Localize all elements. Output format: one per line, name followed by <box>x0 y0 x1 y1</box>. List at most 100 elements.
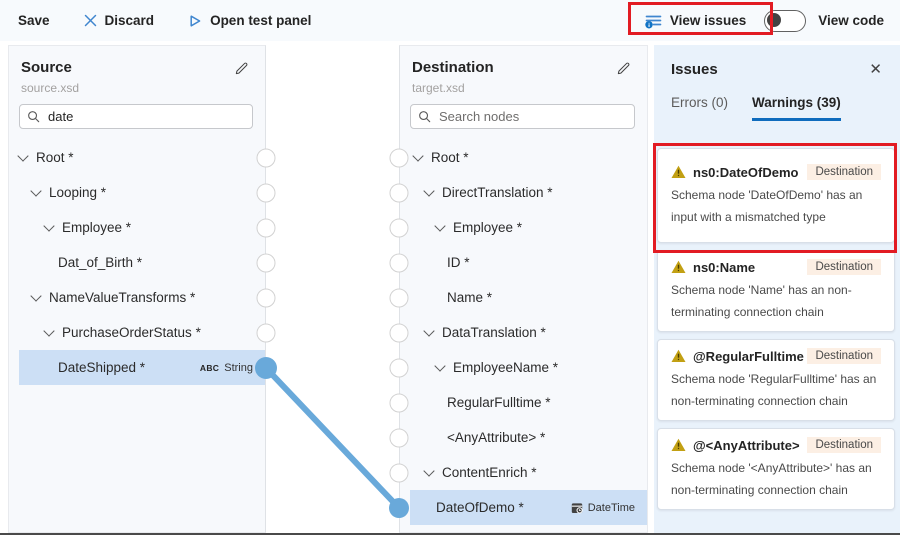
chevron-down-icon[interactable] <box>412 149 424 162</box>
edit-source-schema-button[interactable] <box>232 59 251 78</box>
warning-message: Schema node 'DateOfDemo' has an input wi… <box>671 188 863 224</box>
warning-message: Schema node 'RegularFulltime' has an non… <box>671 372 877 408</box>
dismiss-x-icon <box>84 14 97 27</box>
node-type-badge: ABC String <box>200 362 253 374</box>
tree-node[interactable]: ContentEnrich * <box>400 455 647 490</box>
tree-node[interactable]: ID * <box>400 245 647 280</box>
source-schema-tree: Root * Looping * Employee * Dat_of_Birth * N… <box>9 140 265 385</box>
source-schema-filename: source.xsd <box>21 81 80 95</box>
toolbar: Save Discard Open test panel View issues… <box>0 0 900 41</box>
warning-node-name: @<AnyAttribute> <box>693 437 800 453</box>
tree-node-label: Name * <box>447 290 493 305</box>
warning-triangle-icon <box>671 438 686 451</box>
view-code-toggle[interactable] <box>764 9 807 32</box>
source-search-input[interactable] <box>46 108 245 125</box>
tree-node[interactable]: Root * <box>400 140 647 175</box>
tree-node-label: Employee * <box>453 220 523 235</box>
warning-triangle-icon <box>671 165 686 178</box>
tree-node[interactable]: EmployeeName * <box>400 350 647 385</box>
chevron-down-icon[interactable] <box>30 289 42 302</box>
warning-triangle-icon <box>671 349 686 362</box>
source-panel-title: Source <box>21 59 72 76</box>
chevron-down-icon[interactable] <box>30 184 42 197</box>
chevron-down-icon[interactable] <box>17 149 29 162</box>
tree-node[interactable]: Looping * <box>9 175 265 210</box>
edit-destination-schema-button[interactable] <box>614 59 633 78</box>
view-issues-button[interactable]: View issues <box>641 9 750 33</box>
discard-button[interactable]: Discard <box>80 9 159 32</box>
tree-node[interactable]: DateShipped * ABC String <box>19 350 265 385</box>
tree-node-label: RegularFulltime * <box>447 395 551 410</box>
destination-search-box <box>410 104 635 129</box>
tree-node[interactable]: PurchaseOrderStatus * <box>9 315 265 350</box>
open-test-panel-label: Open test panel <box>210 13 312 28</box>
tree-node-label: PurchaseOrderStatus * <box>62 325 201 340</box>
issues-panel-title: Issues <box>671 60 718 78</box>
warning-message: Schema node 'Name' has an non-terminatin… <box>671 283 852 319</box>
tab-warnings[interactable]: Warnings (39) <box>752 95 841 121</box>
connection-line[interactable] <box>263 365 402 511</box>
tree-node[interactable]: Employee * <box>9 210 265 245</box>
chevron-down-icon[interactable] <box>43 219 55 232</box>
tab-errors[interactable]: Errors (0) <box>671 95 728 110</box>
play-icon <box>188 14 202 28</box>
source-panel-header: Source source.xsd <box>9 46 265 95</box>
save-button-label: Save <box>18 13 50 28</box>
tree-node-label: Looping * <box>49 185 107 200</box>
tree-node-label: Employee * <box>62 220 132 235</box>
destination-schema-panel: Destination target.xsd Root * DirectTrans… <box>399 45 648 533</box>
destination-panel-header: Destination target.xsd <box>400 46 647 95</box>
tree-node[interactable]: Employee * <box>400 210 647 245</box>
node-type-label: DateTime <box>587 501 635 514</box>
toggle-knob <box>767 12 782 27</box>
chevron-down-icon[interactable] <box>423 464 435 477</box>
warning-location-badge: Destination <box>807 348 881 364</box>
string-type-icon: ABC <box>199 362 220 373</box>
tree-node[interactable]: RegularFulltime * <box>400 385 647 420</box>
tree-node-label: EmployeeName * <box>453 360 559 375</box>
tree-node-label: NameValueTransforms * <box>49 290 196 305</box>
warning-triangle-icon <box>671 260 686 273</box>
close-icon: ✕ <box>869 61 882 78</box>
tree-node-label: Root * <box>431 150 469 165</box>
chevron-down-icon[interactable] <box>434 219 446 232</box>
tree-node-label: <AnyAttribute> * <box>447 430 546 445</box>
destination-search-input[interactable] <box>437 108 627 125</box>
datetime-calendar-icon <box>571 502 583 513</box>
chevron-down-icon[interactable] <box>43 324 55 337</box>
pencil-icon <box>616 62 631 79</box>
tree-node[interactable]: DirectTranslation * <box>400 175 647 210</box>
view-code-label: View code <box>818 13 884 28</box>
issues-tabs: Errors (0) Warnings (39) <box>654 80 900 121</box>
destination-panel-title: Destination <box>412 59 494 76</box>
chevron-down-icon[interactable] <box>423 324 435 337</box>
chevron-down-icon[interactable] <box>434 359 446 372</box>
tree-node[interactable]: NameValueTransforms * <box>9 280 265 315</box>
tree-node-label: DataTranslation * <box>442 325 546 340</box>
chevron-down-icon[interactable] <box>423 184 435 197</box>
tree-node-label: Root * <box>36 150 74 165</box>
open-test-panel-button[interactable]: Open test panel <box>184 9 315 32</box>
tree-node-label: DateShipped * <box>58 360 146 375</box>
save-button[interactable]: Save <box>14 9 54 32</box>
tree-node-label: ID * <box>447 255 470 270</box>
node-type-badge: DateTime <box>571 502 635 514</box>
source-schema-panel: Source source.xsd Root * Looping * Employe… <box>8 45 266 533</box>
tree-node[interactable]: DateOfDemo *DateTime <box>410 490 647 525</box>
tree-node[interactable]: <AnyAttribute> * <box>400 420 647 455</box>
tree-node[interactable]: DataTranslation * <box>400 315 647 350</box>
tree-node[interactable]: Name * <box>400 280 647 315</box>
warning-location-badge: Destination <box>807 259 881 275</box>
tree-node[interactable]: Root * <box>9 140 265 175</box>
tree-node[interactable]: Dat_of_Birth * <box>9 245 265 280</box>
warning-node-name: @RegularFulltime <box>693 348 804 364</box>
node-type-label: String <box>224 361 253 374</box>
view-issues-label: View issues <box>669 13 747 28</box>
destination-schema-tree: Root * DirectTranslation * Employee * ID * N… <box>400 140 647 525</box>
close-issues-button[interactable]: ✕ <box>865 58 886 80</box>
warning-message: Schema node '<AnyAttribute>' has an non-… <box>671 461 872 497</box>
